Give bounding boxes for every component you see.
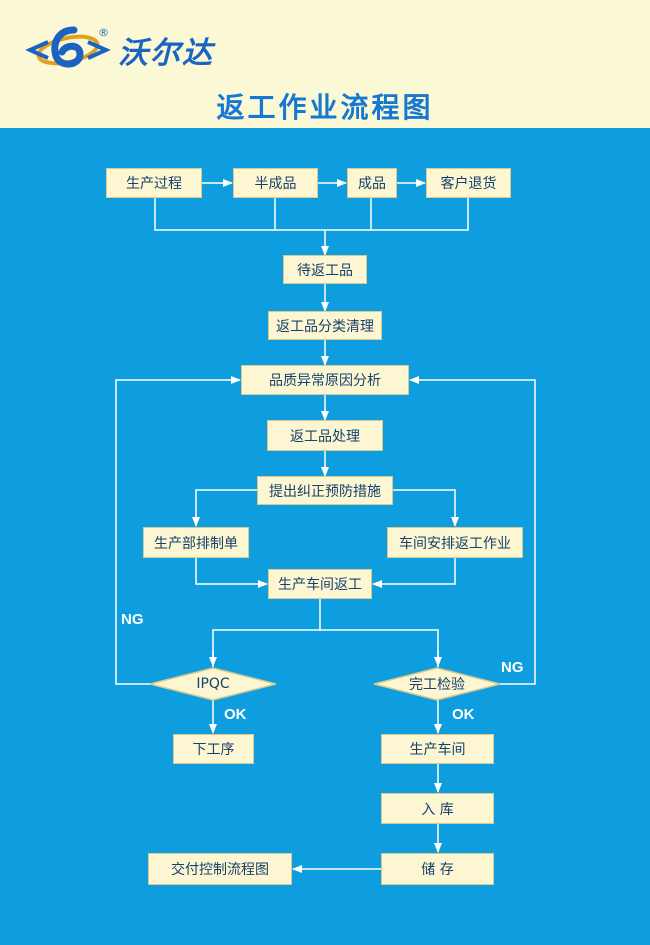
node-semi-finished: 半成品 <box>233 168 318 198</box>
header-banner: ® 沃尔达 返工作业流程图 <box>0 0 650 128</box>
brand-name: 沃尔达 <box>118 36 214 71</box>
node-ipqc: IPQC <box>196 676 230 692</box>
ng-loop-left <box>115 376 241 685</box>
node-rework-handling: 返工品处理 <box>267 420 383 451</box>
label-ng-left: NG <box>121 611 144 628</box>
node-warehousing: 入 库 <box>381 793 494 824</box>
arrow-to-arrangement <box>393 489 459 527</box>
page-title: 返工作业流程图 <box>216 91 434 124</box>
node-workshop-rework: 生产车间返工 <box>268 569 372 599</box>
node-corrective-actions: 提出纠正预防措施 <box>257 476 393 505</box>
label-ng-right: NG <box>501 659 524 676</box>
node-next-process: 下工序 <box>173 734 254 764</box>
final-inspection-diamond <box>373 667 501 701</box>
arrow-arrangement-to-rework <box>372 558 456 588</box>
node-storage: 储 存 <box>381 853 494 885</box>
connector-top-merge <box>154 198 469 231</box>
node-workshop-arrangement: 车间安排返工作业 <box>387 527 523 558</box>
label-ok-left: OK <box>224 706 247 723</box>
node-quality-analysis: 品质异常原因分析 <box>241 365 409 395</box>
arrow-schedule-to-rework <box>195 558 268 588</box>
node-delivery-control: 交付控制流程图 <box>148 853 292 885</box>
node-production-schedule: 生产部排制单 <box>143 527 249 558</box>
arrow-to-schedule <box>192 489 257 527</box>
node-customer-return: 客户退货 <box>426 168 511 198</box>
node-production-process: 生产过程 <box>106 168 202 198</box>
node-rework-sorting: 返工品分类清理 <box>268 311 382 340</box>
label-ok-right: OK <box>452 706 475 723</box>
registered-mark: ® <box>98 26 109 39</box>
ipqc-diamond <box>149 667 277 701</box>
ng-loop-right <box>409 376 536 685</box>
arrow-to-ipqc <box>212 629 439 667</box>
node-finished-product: 成品 <box>347 168 397 198</box>
wode-logo-icon: ® <box>25 26 111 68</box>
node-production-workshop: 生产车间 <box>381 734 494 764</box>
node-final-inspection: 完工检验 <box>409 677 465 693</box>
node-pending-rework: 待返工品 <box>283 255 367 284</box>
